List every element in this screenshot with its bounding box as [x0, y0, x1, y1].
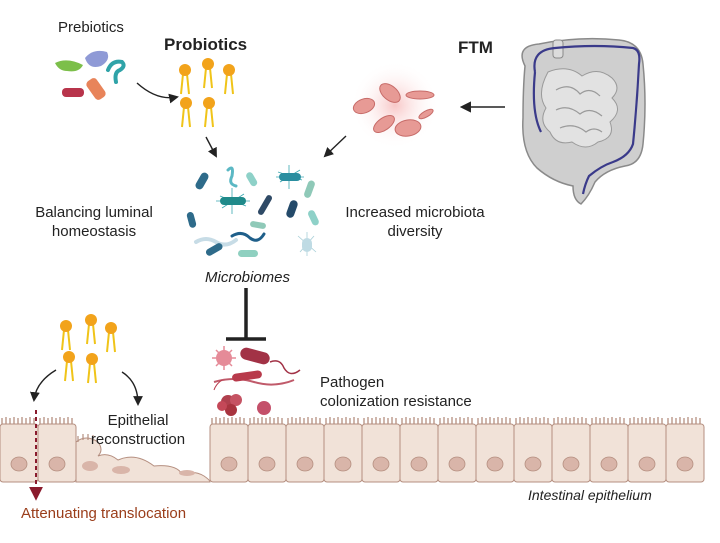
prebiotics-label: Prebiotics: [58, 19, 124, 36]
colon-icon: [521, 37, 646, 205]
epithelium-layer: [0, 416, 705, 483]
intestinal-epithelium-label: Intestinal epithelium: [528, 487, 652, 503]
epithelial-line-1: Epithelial: [107, 412, 169, 429]
prebiotics-icon: [55, 50, 126, 100]
probiotics-lower-icon: [59, 313, 118, 384]
inhibition-symbol: [226, 288, 266, 341]
probiotics-label: Probiotics: [164, 35, 248, 54]
epithelial-line-2: reconstruction: [90, 431, 186, 448]
microbiome-cluster-icon: [186, 165, 319, 257]
ftm-label: FTM: [458, 38, 493, 57]
pathogen-resistance-label: Pathogen colonization resistance: [320, 373, 472, 411]
probiotics-to-microbiome-arrow: [205, 136, 217, 158]
microbiomes-label: Microbiomes: [205, 269, 291, 286]
arrow-to-translocation: [30, 369, 57, 402]
balancing-homeostasis-label: Balancing luminal homeostasis: [14, 203, 174, 241]
arrow-to-reconstruction: [121, 371, 143, 406]
diversity-line-2: diversity: [387, 223, 443, 240]
balancing-line-2: homeostasis: [51, 223, 137, 240]
probiotics-icon: [178, 57, 236, 128]
pathogen-line-2: colonization resistance: [320, 393, 472, 410]
diversity-line-1: Increased microbiota: [345, 204, 485, 221]
attenuating-translocation-label: Attenuating translocation: [21, 505, 187, 522]
balancing-line-1: Balancing luminal: [35, 204, 153, 221]
epithelial-reconstruction-label: Epithelial reconstruction: [78, 411, 198, 449]
prebiotics-to-probiotics-arrow: [136, 82, 179, 104]
pathogen-icon: [212, 346, 301, 416]
ftm-icon: [351, 61, 439, 149]
diversity-label: Increased microbiota diversity: [330, 203, 500, 241]
pathogen-line-1: Pathogen: [320, 374, 385, 391]
ftm-to-microbiome-arrow: [323, 135, 347, 158]
